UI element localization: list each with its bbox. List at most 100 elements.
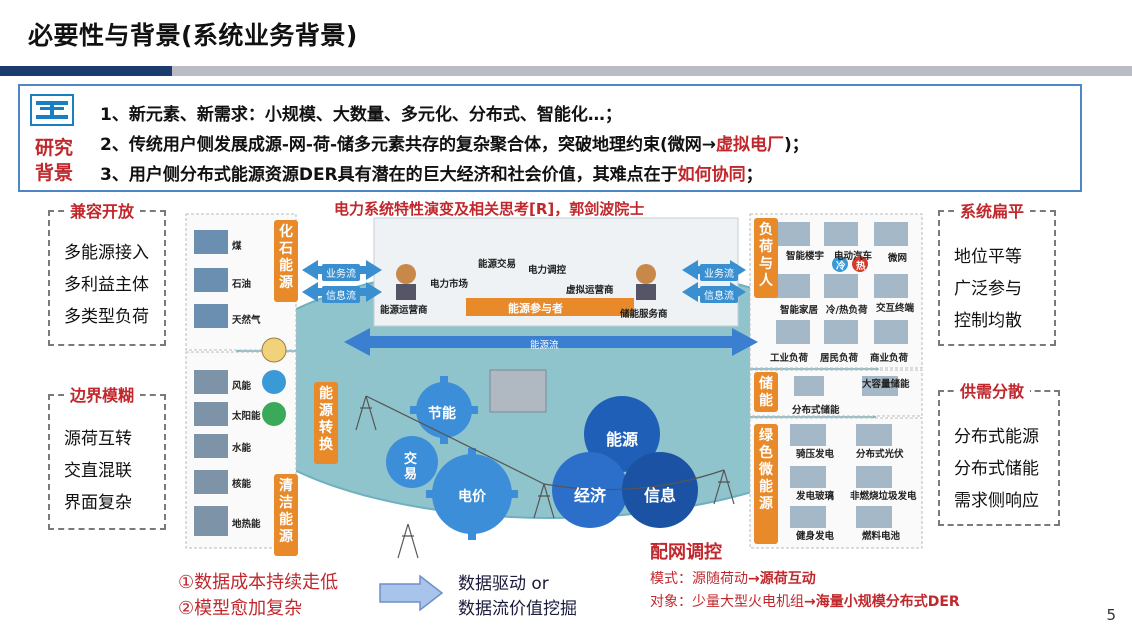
research-line-2: 2、传统用户侧发展成源-网-荷-储多元素共存的复杂聚合体，突破地理约束(微网→虚… xyxy=(100,130,809,155)
box-item: 多能源接入 xyxy=(64,243,149,263)
reference-title: 电力系统特性演变及相关思考[R]，郭剑波院士 xyxy=(334,200,645,218)
box-system-flat: 系统扁平 地位平等 广泛参与 控制均散 xyxy=(938,198,1056,346)
object-highlight: 海量小规模分布式DER xyxy=(815,594,960,610)
clean-item: 风能 xyxy=(232,381,252,392)
load-item: 交互终端 xyxy=(876,303,915,314)
bottom-point-2: ②模型愈加复杂 xyxy=(178,598,303,619)
box-item: 源荷互转 xyxy=(64,429,132,449)
research-background-box: 研究 背景 1、新元素、新需求：小规模、大数量、多元化、分布式、智能化…； 2、… xyxy=(18,84,1082,192)
research-label: 研究 背景 xyxy=(28,136,80,186)
title-bar-rule xyxy=(172,66,1132,76)
box-item: 分布式储能 xyxy=(954,459,1039,479)
load-item: 冷/热负荷 xyxy=(826,305,868,316)
box-heading: 供需分散 xyxy=(954,378,1031,402)
box-heading: 边界模糊 xyxy=(64,382,141,406)
green-item: 非燃烧垃圾发电 xyxy=(850,491,917,502)
line3-end: ； xyxy=(745,165,763,185)
clean-item: 地热能 xyxy=(232,519,261,530)
box-item: 需求侧响应 xyxy=(954,491,1039,511)
box-item: 广泛参与 xyxy=(954,279,1022,299)
mode-highlight: 源荷互动 xyxy=(759,571,816,587)
research-line-3: 3、用户侧分布式能源资源DER具有潜在的巨大经济和社会价值，其难点在于如何协同； xyxy=(100,160,763,185)
gear-label: 电价 xyxy=(458,489,486,505)
load-item: 微网 xyxy=(888,253,908,264)
arrow-glyph: → xyxy=(748,571,760,587)
green-micro-energy-label: 绿色微能源 xyxy=(754,424,778,544)
load-item: 工业负荷 xyxy=(770,353,809,364)
green-item: 骑压发电 xyxy=(796,449,835,460)
storage-label: 储能 xyxy=(754,372,778,412)
clean-energy-label: 清洁能源 xyxy=(274,474,298,556)
box-item: 控制均散 xyxy=(954,311,1022,331)
participant: 电力市场 xyxy=(430,279,469,290)
arrow-glyph: → xyxy=(804,594,816,610)
line3-text: 3、用户侧分布式能源资源DER具有潜在的巨大经济和社会价值，其难点在于 xyxy=(100,165,678,185)
green-item: 发电玻璃 xyxy=(796,491,835,502)
mode-text: 模式：源随荷动 xyxy=(650,571,748,587)
green-item: 健身发电 xyxy=(796,531,835,542)
participant: 虚拟运营商 xyxy=(566,285,614,296)
storage-item: 大容量储能 xyxy=(862,379,910,390)
box-item: 界面复杂 xyxy=(64,493,132,513)
research-label-1: 研究 xyxy=(34,137,73,159)
load-item: 智能楼宇 xyxy=(786,251,825,262)
participant: 能源交易 xyxy=(478,259,517,270)
energy-flow-label: 能源流 xyxy=(530,340,559,351)
clean-item: 核能 xyxy=(232,479,252,490)
circle-label: 经济 xyxy=(574,486,607,505)
circle-label: 能源 xyxy=(606,430,639,449)
distribution-network-title: 配网调控 xyxy=(650,542,722,563)
clean-item: 太阳能 xyxy=(232,411,261,422)
gear-label: 节能 xyxy=(428,406,456,422)
research-line-1: 1、新元素、新需求：小规模、大数量、多元化、分布式、智能化…； xyxy=(100,105,622,125)
mode-line: 模式：源随荷动→源荷互动 xyxy=(650,568,816,588)
load-people-label: 负荷与人 xyxy=(754,218,778,298)
load-item: 电动汽车 xyxy=(834,251,873,262)
box-item: 多类型负荷 xyxy=(64,307,149,327)
box-supply-demand: 供需分散 分布式能源 分布式储能 需求侧响应 xyxy=(938,378,1060,526)
load-item: 商业负荷 xyxy=(870,353,909,364)
box-item: 交直混联 xyxy=(64,461,132,481)
box-item: 多利益主体 xyxy=(64,275,149,295)
sgcc-logo-icon xyxy=(30,94,74,126)
arrow-right-icon xyxy=(379,574,444,612)
data-flow-value-text: 数据流价值挖掘 xyxy=(458,599,577,619)
fossil-item: 煤 xyxy=(232,241,242,252)
flow-label: 信息流 xyxy=(700,286,738,303)
line2-highlight: 虚拟电厂 xyxy=(716,135,785,155)
load-item: 智能家居 xyxy=(780,305,819,316)
green-item: 分布式光伏 xyxy=(856,449,904,460)
energy-system-diagram xyxy=(185,213,923,559)
fossil-item: 石油 xyxy=(232,279,252,290)
box-boundary-blur: 边界模糊 源荷互转 交直混联 界面复杂 xyxy=(48,382,166,530)
bottom-point-1: ①数据成本持续走低 xyxy=(178,572,339,593)
research-label-2: 背景 xyxy=(34,162,73,184)
fossil-item: 天然气 xyxy=(232,315,261,326)
gear-label: 交易 xyxy=(404,452,418,482)
flow-label: 业务流 xyxy=(700,264,738,281)
participant: 能源运营商 xyxy=(380,305,428,316)
storage-item: 分布式储能 xyxy=(792,405,840,416)
fossil-energy-label: 化石能源 xyxy=(274,220,298,302)
line3-highlight: 如何协同 xyxy=(677,165,746,185)
title-bar-accent xyxy=(0,66,172,76)
participant: 储能服务商 xyxy=(620,309,668,320)
energy-conversion-label: 能源转换 xyxy=(314,382,338,464)
box-item: 分布式能源 xyxy=(954,427,1039,447)
box-heading: 系统扁平 xyxy=(954,198,1031,222)
object-text: 对象：少量大型火电机组 xyxy=(650,594,804,610)
page-title: 必要性与背景(系统业务背景) xyxy=(28,21,358,50)
box-heading: 兼容开放 xyxy=(64,198,141,222)
page-number: 5 xyxy=(1106,606,1116,624)
participants-label: 能源参与者 xyxy=(508,302,563,315)
circle-label: 信息 xyxy=(644,486,677,505)
green-item: 燃料电池 xyxy=(862,531,901,542)
load-item: 居民负荷 xyxy=(820,353,859,364)
load-item: 冷 xyxy=(836,261,846,272)
box-item: 地位平等 xyxy=(954,247,1022,267)
load-item: 热 xyxy=(856,261,866,272)
flow-label: 业务流 xyxy=(322,264,360,281)
data-driven-text: 数据驱动 or xyxy=(458,574,549,594)
line2-text: 2、传统用户侧发展成源-网-荷-储多元素共存的复杂聚合体，突破地理约束(微网→ xyxy=(100,135,717,155)
